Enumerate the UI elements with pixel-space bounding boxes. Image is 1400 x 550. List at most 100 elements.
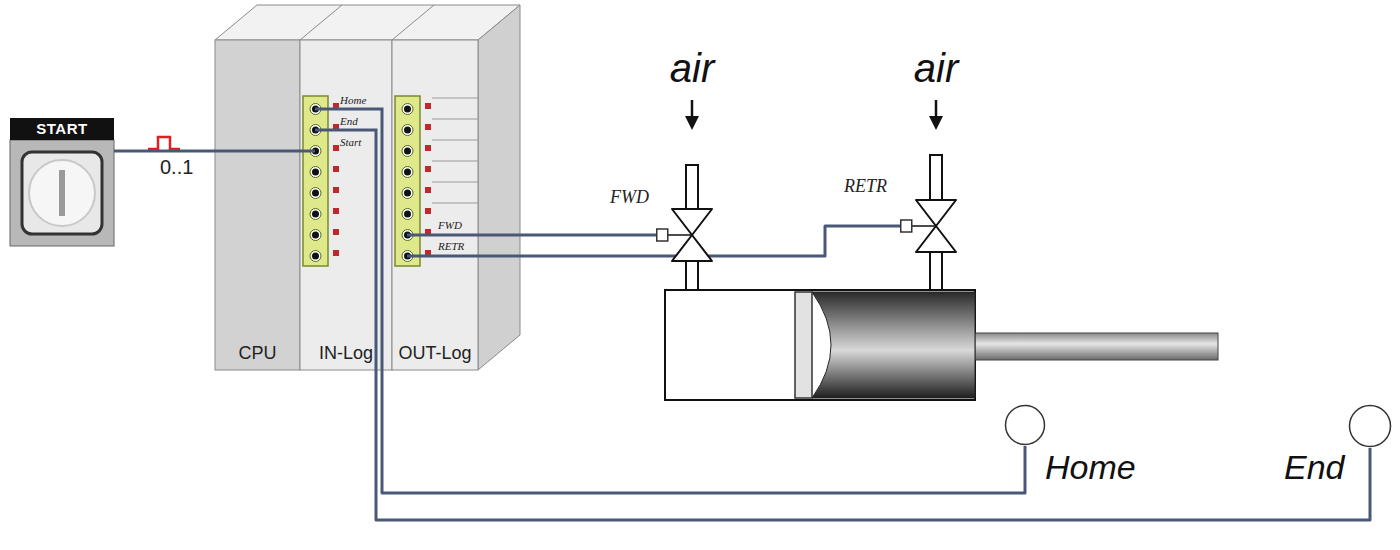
- terminal: [402, 188, 413, 199]
- air-arrow: [935, 100, 938, 118]
- signal-name: Home: [340, 94, 366, 107]
- wire: [407, 255, 478, 258]
- sensor-circle: [1350, 406, 1391, 447]
- module-label: IN-Log: [300, 343, 392, 364]
- actuator-link: [912, 225, 936, 227]
- signal-wire: [114, 150, 300, 153]
- terminal: [402, 167, 413, 178]
- slot-line: [432, 161, 478, 162]
- status-led: [333, 145, 339, 151]
- pipe: [930, 155, 942, 200]
- valve-symbol: [900, 198, 958, 254]
- wire: [315, 130, 376, 370]
- terminal-strip: [395, 96, 420, 266]
- cylinder-barrel: [665, 290, 975, 400]
- input-front: [300, 40, 392, 370]
- cpu-front: [215, 40, 300, 370]
- signal-wire: [376, 370, 1370, 520]
- sensor-symbol: [1004, 404, 1046, 446]
- cpu-module: CPU: [215, 40, 300, 370]
- terminal-screw: [312, 232, 319, 239]
- status-led: [333, 208, 339, 214]
- air-arrow: [691, 100, 694, 118]
- limit-sensor: End: [1348, 404, 1392, 448]
- slot-line: [432, 119, 478, 120]
- solenoid: [657, 229, 668, 241]
- piston-plate: [795, 292, 812, 398]
- terminal: [310, 251, 321, 262]
- signal-name: FWD: [438, 219, 462, 232]
- status-led: [425, 187, 431, 193]
- signal-level: 0..1: [160, 156, 193, 179]
- terminal: [402, 146, 413, 157]
- input-module: IN-Log HomeEndStart: [300, 40, 392, 370]
- pipe: [686, 165, 698, 209]
- pipe: [686, 261, 698, 291]
- sensor-circle: [1006, 406, 1045, 445]
- terminal-screw: [312, 253, 319, 260]
- signal-wire: [382, 370, 1025, 493]
- module-label: OUT-Log: [392, 343, 478, 364]
- limit-sensor: Home: [1004, 404, 1046, 446]
- pipe: [930, 252, 942, 291]
- switch-knob: [29, 160, 95, 226]
- switch-frame: [22, 152, 102, 234]
- module-edge: [392, 5, 434, 40]
- terminal-screw: [404, 127, 411, 134]
- slot-line: [432, 203, 478, 204]
- signal-name: End: [340, 115, 358, 128]
- sensor-symbol: [1348, 404, 1392, 448]
- status-led: [333, 250, 339, 256]
- status-led: [425, 166, 431, 172]
- start-button: START: [10, 118, 114, 246]
- slot-line: [432, 182, 478, 183]
- module-edge: [300, 5, 342, 40]
- status-led: [425, 124, 431, 130]
- rack-top: [215, 5, 520, 40]
- signal-name: Start: [340, 136, 361, 149]
- sensor-label: End: [1284, 447, 1345, 487]
- wire-stubs: [300, 109, 478, 370]
- solenoid-valve: FWD: [656, 207, 714, 263]
- air-supply: [685, 100, 943, 291]
- wire: [300, 150, 315, 153]
- module-label: CPU: [215, 343, 300, 364]
- terminal-screw: [404, 211, 411, 218]
- status-led: [333, 166, 339, 172]
- supply-label: air: [670, 46, 714, 91]
- terminals: [310, 98, 478, 262]
- valve-body: [672, 209, 712, 261]
- pulse-symbol: [148, 137, 180, 149]
- status-led: [425, 103, 431, 109]
- solenoid: [901, 220, 912, 232]
- valve-body: [916, 200, 956, 252]
- terminal-strip: [303, 96, 328, 266]
- button-label: START: [10, 118, 114, 140]
- slot-line: [432, 140, 478, 141]
- piston-body: [812, 292, 975, 398]
- terminal-screw: [404, 190, 411, 197]
- terminal-screw: [404, 148, 411, 155]
- terminal: [402, 209, 413, 220]
- terminal-screw: [312, 211, 319, 218]
- pneumatic-cylinder: [665, 290, 1218, 400]
- wire: [407, 234, 478, 237]
- valve-label: FWD: [610, 187, 649, 208]
- plc-rack: [215, 5, 520, 370]
- arrow-head: [685, 116, 699, 130]
- terminal: [310, 167, 321, 178]
- status-led: [425, 208, 431, 214]
- terminal: [310, 230, 321, 241]
- terminal: [310, 209, 321, 220]
- slot-line: [432, 98, 478, 99]
- switch-bar: [59, 170, 65, 216]
- valve-symbol: [656, 207, 714, 263]
- terminal-screw: [404, 106, 411, 113]
- status-led: [333, 187, 339, 193]
- terminal-screw: [404, 169, 411, 176]
- signal-wire: [478, 234, 656, 237]
- supply-label: air: [914, 46, 958, 91]
- terminal-screw: [312, 169, 319, 176]
- signal-name: RETR: [438, 240, 464, 253]
